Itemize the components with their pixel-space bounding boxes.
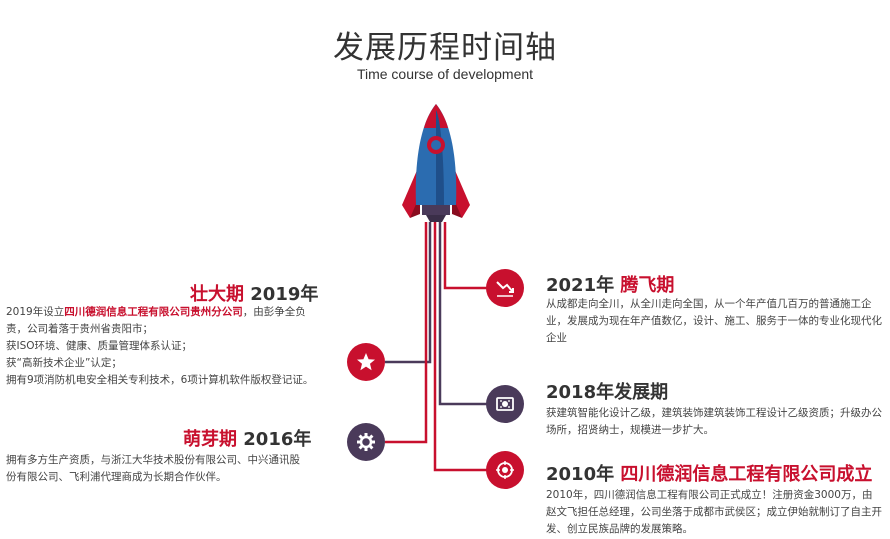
entry-2018-desc: 获建筑智能化设计乙级，建筑装饰建筑装饰工程设计乙级资质；升级办公场所，招贤纳士，… xyxy=(546,407,882,436)
page-title: 发展历程时间轴 xyxy=(333,30,557,66)
entry-2016-desc: 拥有多方生产资质，与浙江大华技术股份有限公司、中兴通讯股份有限公司、飞利浦代理商… xyxy=(6,454,300,483)
entry-2018-stage: 发展期 xyxy=(614,382,669,403)
page-subtitle: Time course of development xyxy=(356,66,534,82)
entry-2021-title: 2021年 腾飞期 xyxy=(546,271,674,297)
entry-2016-year: 2016年 xyxy=(243,429,312,450)
chart-down-icon xyxy=(486,269,524,307)
entry-2019-desc-post: ，由彭争全负责，公司着落于贵州省贵阳市； xyxy=(6,306,306,335)
entry-2010-title: 2010年 四川德润信息工程有限公司成立 xyxy=(546,460,872,486)
entry-2010-desc: 2010年，四川德润信息工程有限公司正式成立！注册资金3000万，由赵文飞担任总… xyxy=(546,489,882,535)
gear-icon xyxy=(347,423,385,461)
entry-2021-year: 2021年 xyxy=(546,275,615,296)
entry-2019-year: 2019年 xyxy=(250,284,319,305)
entry-2019-title: 壮大期 2019年 xyxy=(190,280,318,306)
entry-2018-title: 2018年发展期 xyxy=(546,378,668,404)
rocket-icon xyxy=(402,104,470,222)
entry-2021-stage: 腾飞期 xyxy=(620,275,675,296)
target-icon xyxy=(486,451,524,489)
entry-2019-desc-pre: 2019年设立 xyxy=(6,306,65,318)
entry-2019-stage: 壮大期 xyxy=(190,284,244,305)
entry-2019-desc-highlight: 四川德润信息工程有限公司贵州分公司 xyxy=(64,306,243,318)
entry-2019-line2: 获ISO环境、健康、质量管理体系认证； xyxy=(6,340,193,352)
entry-2019-line3: 获“高新技术企业”认定； xyxy=(6,357,122,369)
entry-2016-title: 萌芽期 2016年 xyxy=(183,425,311,451)
entry-2010-stage: 四川德润信息工程有限公司成立 xyxy=(620,464,873,485)
entry-2019-desc: 2019年设立四川德润信息工程有限公司贵州分公司，由彭争全负责，公司着落于贵州省… xyxy=(6,304,321,389)
entry-2016-stage: 萌芽期 xyxy=(183,429,237,450)
entry-2018-year: 2018年 xyxy=(546,382,615,403)
certificate-icon xyxy=(486,385,524,423)
entry-2021-desc: 从成都走向全川，从全川走向全国，从一个年产值几百万的普通施工企业，发展成为现在年… xyxy=(546,298,882,344)
star-icon xyxy=(347,343,385,381)
entry-2010-year: 2010年 xyxy=(546,464,615,485)
entry-2019-line4: 拥有9项消防机电安全相关专利技术，6项计算机软件版权登记证。 xyxy=(6,374,314,386)
